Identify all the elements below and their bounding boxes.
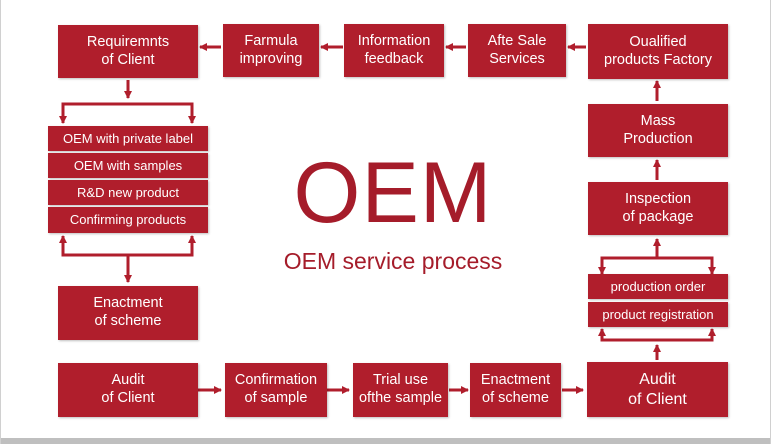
oem-subtitle: OEM service process xyxy=(283,248,503,274)
step-product-registration: product registration xyxy=(588,302,728,327)
step-audit-of-client-right: Audit of Client xyxy=(587,362,728,417)
bracket-above-order xyxy=(600,256,714,272)
split-bracket-top xyxy=(61,102,194,122)
step-farmula-improving: Farmula improving xyxy=(223,24,319,77)
option-rd-new-product: R&D new product xyxy=(48,180,208,205)
step-inspection-of-package: Inspection of package xyxy=(588,182,728,235)
step-trial-use-of-sample: Trial use ofthe sample xyxy=(353,363,448,417)
step-mass-production: Mass Production xyxy=(588,104,728,157)
merge-bracket-bottom xyxy=(61,242,194,257)
bracket-under-registration xyxy=(600,332,714,342)
option-oem-private-label: OEM with private label xyxy=(48,126,208,151)
step-information-feedback: Information feedback xyxy=(344,24,444,77)
option-oem-with-samples: OEM with samples xyxy=(48,153,208,178)
step-qualified-products-factory: Oualified products Factory xyxy=(588,24,728,79)
step-after-sale-services: Afte Sale Services xyxy=(468,24,566,77)
oem-title: OEM xyxy=(293,145,493,241)
step-requirements-of-client: Requiremnts of Client xyxy=(58,25,198,78)
step-enactment-of-scheme-bottom: Enactment of scheme xyxy=(470,363,561,417)
step-enactment-of-scheme-left: Enactment of scheme xyxy=(58,286,198,340)
step-production-order: production order xyxy=(588,274,728,299)
step-confirmation-of-sample: Confirmation of sample xyxy=(225,363,327,417)
step-audit-of-client-left: Audit of Client xyxy=(58,363,198,417)
option-confirming-products: Confirming products xyxy=(48,207,208,233)
